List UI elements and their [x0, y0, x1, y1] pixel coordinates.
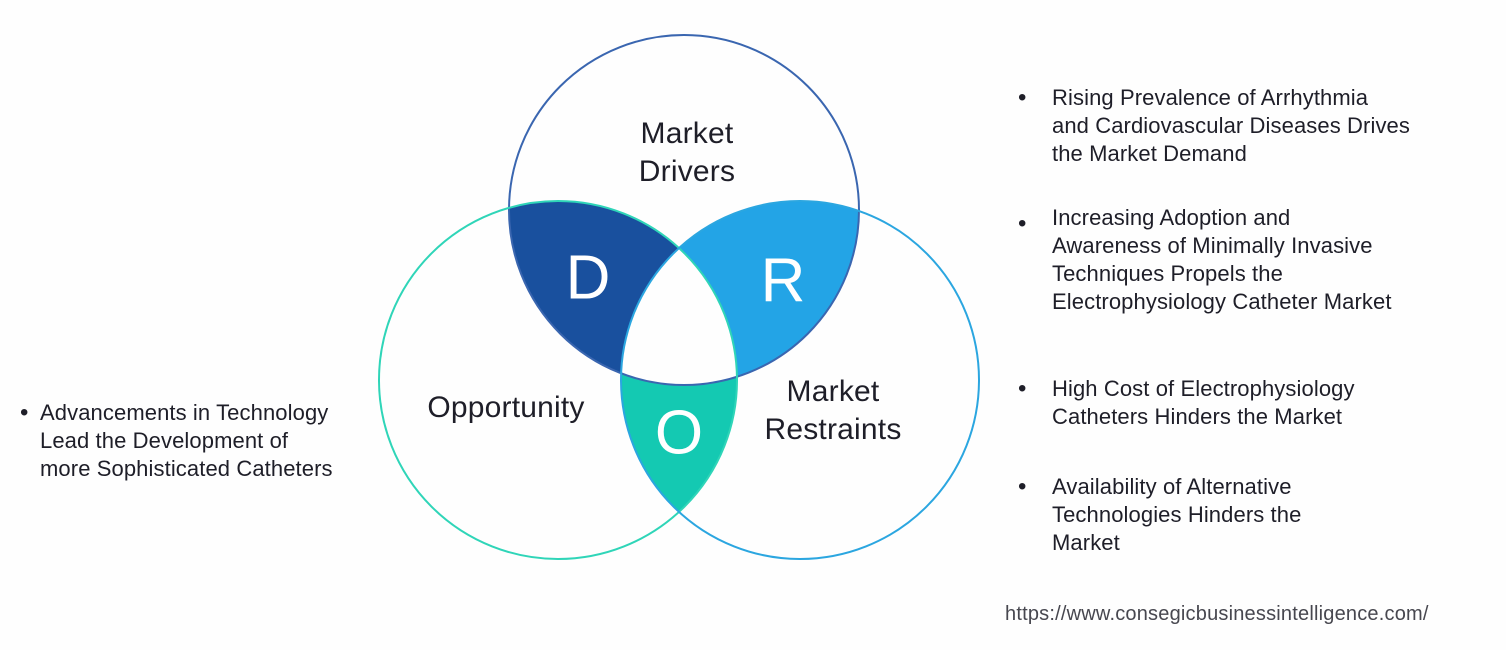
- right-note-item: • Rising Prevalence of Arrhythmia and Ca…: [1018, 84, 1470, 168]
- left-note-item: • Advancements in Technology Lead the De…: [20, 399, 392, 483]
- drivers-label: Market Drivers: [638, 117, 736, 188]
- triple-intersection: [621, 201, 737, 385]
- opportunity-letter: O: [654, 398, 704, 468]
- right-note-text: Rising Prevalence of Arrhythmia and Card…: [1052, 85, 1410, 166]
- restraints-letter: R: [760, 246, 806, 316]
- drivers-letter: D: [565, 243, 611, 313]
- right-note-text: Availability of Alternative Technologies…: [1052, 474, 1302, 555]
- bullet-icon: •: [1018, 210, 1027, 237]
- restraints-label: Market Restraints: [764, 375, 902, 446]
- right-note-item: • High Cost of Electrophysiology Cathete…: [1018, 375, 1470, 431]
- source-url-link[interactable]: https://www.consegicbusinessintelligence…: [1005, 603, 1429, 625]
- left-note-text: Advancements in Technology Lead the Deve…: [40, 400, 333, 481]
- bullet-icon: •: [20, 399, 29, 426]
- right-note-item: • Availability of Alternative Technologi…: [1018, 473, 1470, 557]
- bullet-icon: •: [1018, 84, 1027, 111]
- restraints-circle-outline: [620, 200, 980, 560]
- bullet-icon: •: [1018, 375, 1027, 402]
- opportunity-circle-outline: [378, 200, 738, 560]
- right-note-text: Increasing Adoption and Awareness of Min…: [1052, 205, 1392, 314]
- bullet-icon: •: [1018, 473, 1027, 500]
- right-note-text: High Cost of Electrophysiology Catheters…: [1052, 376, 1355, 429]
- right-note-item: • Increasing Adoption and Awareness of M…: [1018, 204, 1470, 316]
- opportunity-label: Opportunity: [427, 391, 585, 424]
